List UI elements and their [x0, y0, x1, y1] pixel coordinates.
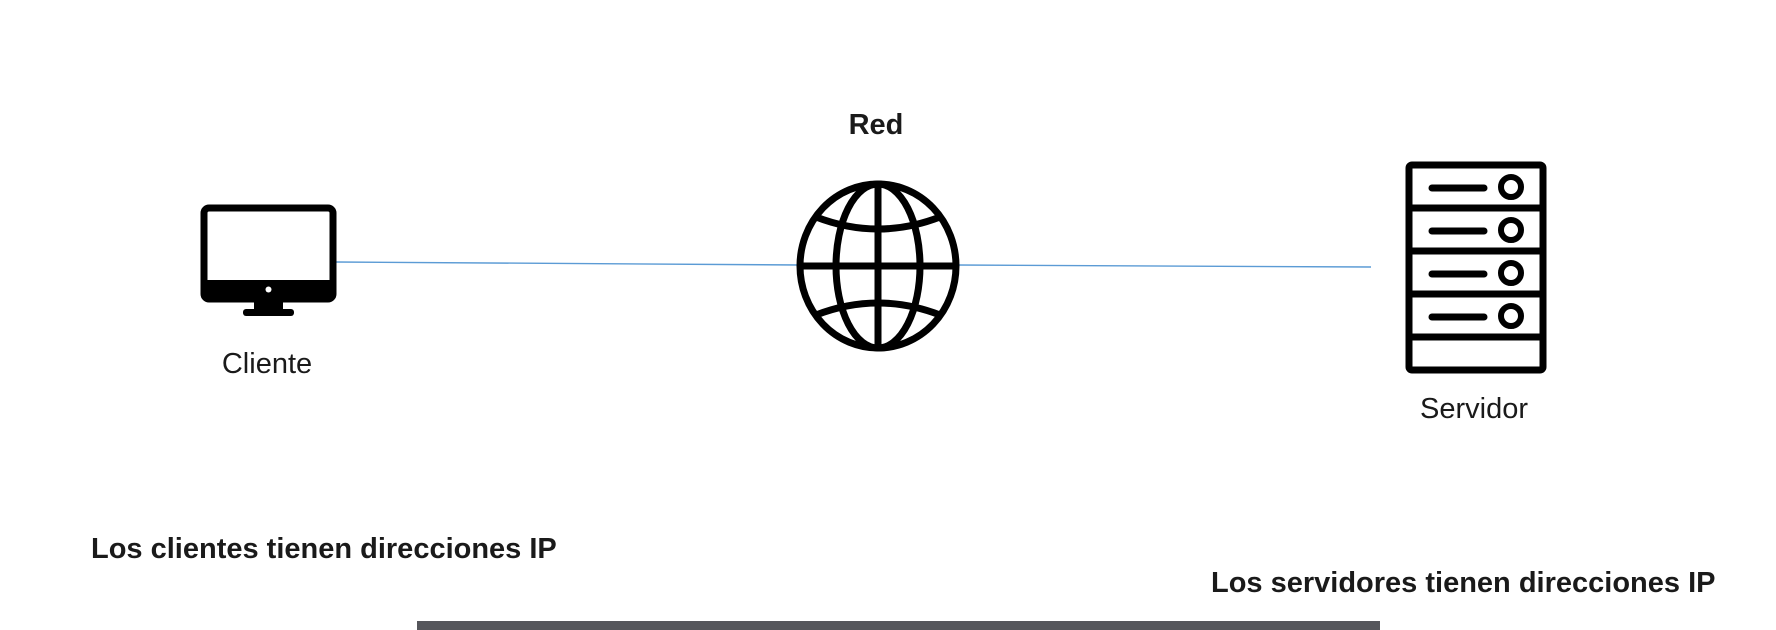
- client-label: Cliente: [221, 348, 313, 380]
- server-rack-icon: [1405, 161, 1547, 374]
- globe-icon: [796, 180, 960, 352]
- server-label: Servidor: [1420, 393, 1528, 425]
- network-label: Red: [848, 109, 904, 141]
- client-network-link: [335, 261, 801, 266]
- network-server-link: [955, 264, 1372, 268]
- desktop-monitor-icon: [200, 204, 337, 316]
- servers-ip-note: Los servidores tienen direcciones IP: [1211, 567, 1716, 599]
- clients-ip-note: Los clientes tienen direcciones IP: [91, 533, 557, 565]
- bottom-bar: [417, 621, 1380, 630]
